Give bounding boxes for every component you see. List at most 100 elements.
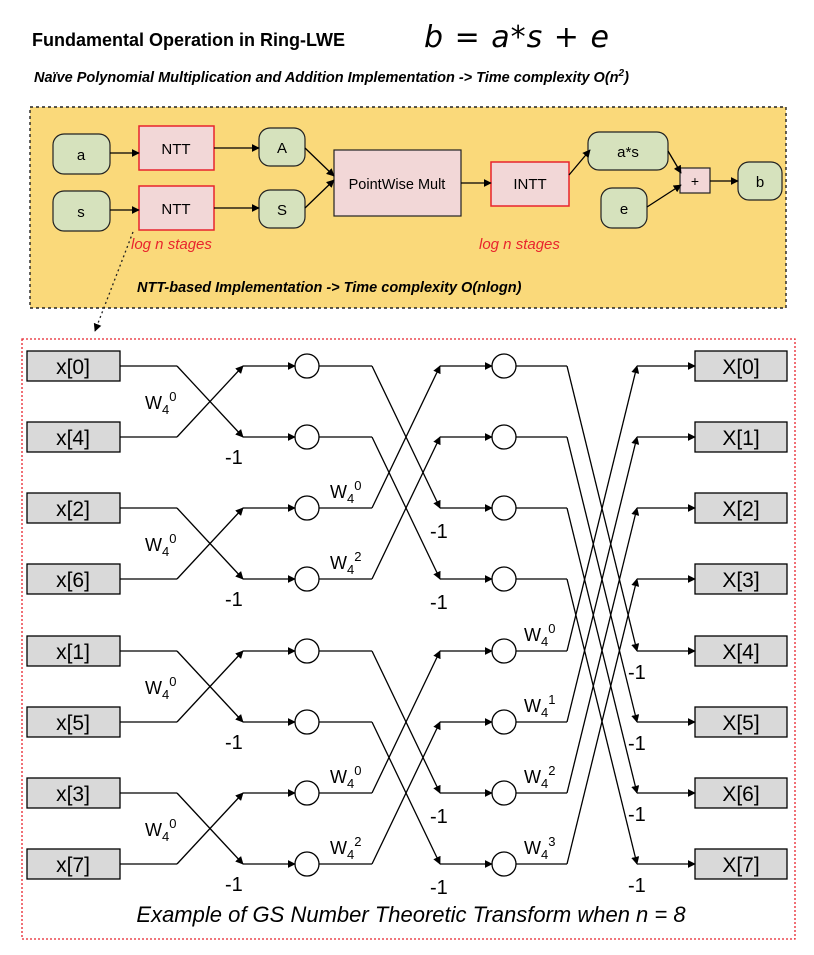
stage3-cross (566, 578, 640, 865)
twiddle-stage1-0: W40 (145, 389, 176, 417)
page-title: Fundamental Operation in Ring-LWE (32, 30, 345, 50)
twiddle-stage1-3: W40 (145, 816, 176, 844)
stage-label-left: log n stages (131, 236, 212, 253)
input-box-3 (26, 563, 121, 595)
node-circle-stage2 (491, 638, 517, 664)
stage3-cross (566, 436, 640, 723)
twiddle-stage3-1: W41 (524, 692, 555, 720)
node-circle-stage1 (294, 424, 320, 450)
output-label-1: X[1] (722, 427, 759, 450)
ring-lwe-formula: b = a*s + e (424, 20, 610, 55)
node-circle-stage1 (294, 780, 320, 806)
output-label-0: X[0] (722, 356, 759, 379)
output-box-5 (694, 706, 788, 738)
pointwise-mult-label: PointWise Mult (349, 177, 446, 193)
neg-one-stage1-0: -1 (225, 447, 243, 469)
node-circle-stage2 (491, 566, 517, 592)
subtitle-exponent: 2 (618, 68, 625, 79)
node-as: a*s (587, 131, 669, 171)
node-a-label: a (77, 147, 86, 164)
node-S: S (258, 189, 306, 229)
neg-one-stage2-1: -1 (430, 592, 448, 614)
neg-one-stage1-3: -1 (225, 874, 243, 896)
neg-one-stage3-1: -1 (628, 733, 646, 755)
pointwise-mult-box: PointWise Mult (333, 149, 462, 217)
stage3-cross (566, 507, 640, 794)
twiddle-stage3-3: W43 (524, 834, 555, 862)
node-circle-stage2 (491, 424, 517, 450)
twiddle-stage3-0: W40 (524, 621, 555, 649)
node-circle-stage1 (294, 851, 320, 877)
stage2-cross (371, 721, 441, 865)
output-label-3: X[3] (722, 569, 759, 592)
input-label-5: x[5] (56, 712, 90, 735)
subtitle-close: ) (624, 69, 629, 86)
ntt-box-a: NTT (138, 125, 215, 171)
input-box-5 (26, 706, 121, 738)
ntt-box-s-label: NTT (161, 201, 190, 218)
output-box-3 (694, 563, 788, 595)
twiddle-stage3-2: W42 (524, 763, 555, 791)
twiddle-stage1-2: W40 (145, 674, 176, 702)
input-label-4: x[1] (56, 641, 90, 664)
node-a: a (52, 133, 111, 175)
output-box-2 (694, 492, 788, 524)
plus-box: + (679, 167, 711, 194)
input-box-6 (26, 777, 121, 809)
stage1-cross (176, 792, 244, 865)
plus-label: + (691, 173, 699, 189)
node-s-label: s (77, 204, 85, 221)
input-label-3: x[6] (56, 569, 90, 592)
ntt-pipeline-panel: a s NTT NTT A S PointWise Mult INTT (29, 106, 787, 309)
node-e: e (600, 187, 648, 229)
pipeline-arrows (110, 144, 739, 214)
stage3-cross (566, 365, 640, 652)
butterfly-network: x[0]X[0]x[4]X[1]x[2]X[2]x[6]X[3]x[1]X[4]… (26, 350, 788, 899)
neg-one-stage3-0: -1 (628, 662, 646, 684)
node-s: s (52, 190, 111, 232)
naive-complexity-subtitle: Naïve Polynomial Multiplication and Addi… (34, 68, 629, 86)
neg-one-stage3-2: -1 (628, 804, 646, 826)
ntt-complexity-caption: NTT-based Implementation -> Time complex… (137, 280, 522, 296)
node-b: b (737, 161, 783, 201)
twiddle-stage2-2: W40 (330, 763, 361, 791)
neg-one-stage2-3: -1 (430, 877, 448, 899)
stage2-cross (371, 436, 441, 580)
intt-box: INTT (490, 161, 570, 207)
stage1-cross (176, 365, 244, 438)
output-box-7 (694, 848, 788, 880)
node-circle-stage1 (294, 566, 320, 592)
node-circle-stage2 (491, 495, 517, 521)
node-e-label: e (620, 201, 628, 218)
neg-one-stage1-2: -1 (225, 732, 243, 754)
subtitle-text: Naïve Polynomial Multiplication and Addi… (34, 69, 619, 86)
butterfly-panel-border (21, 338, 796, 940)
output-label-7: X[7] (722, 854, 759, 877)
output-box-6 (694, 777, 788, 809)
node-circle-stage1 (294, 638, 320, 664)
intt-box-label: INTT (513, 176, 546, 193)
neg-one-stage1-1: -1 (225, 589, 243, 611)
twiddle-stage2-1: W42 (330, 549, 361, 577)
node-circle-stage2 (491, 780, 517, 806)
node-circle-stage2 (491, 353, 517, 379)
output-label-5: X[5] (722, 712, 759, 735)
node-A-label: A (277, 140, 287, 157)
stage1-cross (176, 650, 244, 723)
stage2-cross (371, 650, 441, 794)
node-as-label: a*s (617, 144, 639, 161)
input-label-0: x[0] (56, 356, 90, 379)
output-label-6: X[6] (722, 783, 759, 806)
node-b-label: b (756, 174, 764, 191)
node-circle-stage1 (294, 495, 320, 521)
input-box-2 (26, 492, 121, 524)
input-label-2: x[2] (56, 498, 90, 521)
neg-one-stage2-2: -1 (430, 806, 448, 828)
output-box-0 (694, 350, 788, 382)
stage1-cross (176, 507, 244, 580)
input-label-6: x[3] (56, 783, 90, 806)
butterfly-caption: Example of GS Number Theoretic Transform… (136, 902, 686, 927)
output-label-2: X[2] (722, 498, 759, 521)
node-circle-stage2 (491, 851, 517, 877)
twiddle-stage2-0: W40 (330, 478, 361, 506)
